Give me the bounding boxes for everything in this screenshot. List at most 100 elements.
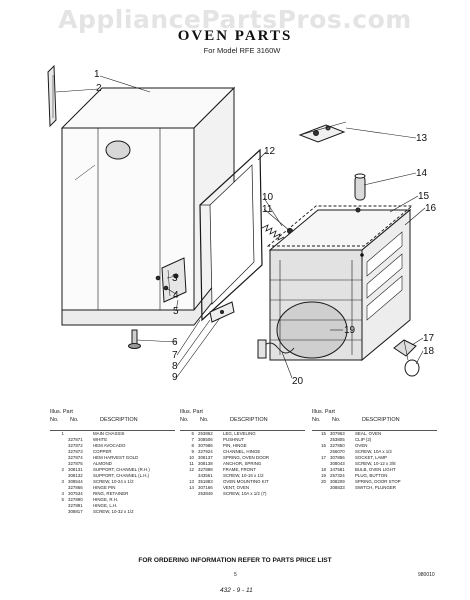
header-illus-part: Illus. Part — [50, 409, 73, 415]
part-number: 307166 — [198, 485, 213, 490]
part-description: ANCHOR, SPRING — [223, 461, 262, 466]
illus-number: 1 — [61, 431, 64, 436]
part-description: SWITCH, PLUNGER — [355, 485, 396, 490]
part-number: 327874 — [68, 455, 83, 460]
part-number: 308544 — [68, 479, 83, 484]
part-description: ALMOND — [93, 461, 112, 466]
callout-12: 12 — [264, 146, 276, 157]
header-description: DESCRIPTION — [362, 417, 400, 423]
illus-number: 17 — [321, 455, 326, 460]
door-stop-drawing — [257, 339, 295, 359]
table-header: Illus. Part No. No. DESCRIPTION — [180, 409, 305, 431]
support-channel-drawing — [47, 64, 57, 128]
illus-number: 16 — [321, 443, 326, 448]
illus-number: 12 — [189, 467, 194, 472]
part-description: COPPER — [93, 449, 112, 454]
illus-number: 6 — [191, 431, 194, 436]
model-subtitle: For Model RFE 3160W — [203, 46, 281, 55]
table-header: Illus. Part No. No. DESCRIPTION — [50, 409, 175, 431]
part-number: 308043 — [330, 461, 345, 466]
part-number: 327875 — [68, 461, 83, 466]
illus-number: 13 — [189, 479, 194, 484]
oven-cavity-drawing — [268, 208, 412, 362]
illus-number: 4 — [61, 491, 64, 496]
part-number: 327890 — [68, 497, 83, 502]
callout-1: 1 — [94, 69, 100, 80]
illus-number: 5 — [61, 497, 64, 502]
callout-19: 19 — [344, 325, 356, 336]
part-number: 257324 — [330, 473, 345, 478]
part-number: 351883 — [198, 479, 213, 484]
part-description: SCREW, 10-24 x 1/2 — [93, 479, 134, 484]
front-frame-drawing — [199, 148, 263, 322]
callout-7: 7 — [172, 350, 178, 361]
table-row: 253805 CLIP (2) — [312, 437, 437, 443]
document-code: 980010 — [418, 572, 435, 578]
leveling-leg-drawing — [128, 329, 141, 349]
main-chassis-drawing — [60, 86, 236, 326]
part-description: LEG, LEVELING — [223, 431, 256, 436]
part-number: 327866 — [68, 485, 83, 490]
header-no: No. — [312, 417, 321, 423]
part-description: PIN, HINGE — [223, 443, 247, 448]
exploded-parts-diagram: 1 2 3 4 5 6 7 8 9 10 11 12 13 14 15 16 1… — [47, 64, 437, 387]
part-description: FRAME, FRONT — [223, 467, 256, 472]
part-number: 327872 — [68, 443, 83, 448]
part-number: 327924 — [198, 449, 213, 454]
callout-14: 14 — [416, 168, 428, 179]
part-number: 308209 — [330, 479, 345, 484]
illus-number: 7 — [191, 437, 194, 442]
lamp-socket-drawing — [393, 339, 420, 377]
part-description: VENT, OVEN — [223, 485, 250, 490]
page-title: OVEN PARTS — [177, 28, 293, 44]
part-number: 307986 — [198, 443, 213, 448]
header-illus-part: Illus. Part — [312, 409, 335, 415]
part-description: BULB, OVEN LIGHT — [355, 467, 396, 472]
header-no: No. — [50, 417, 59, 423]
part-number: 327871 — [68, 437, 83, 442]
part-description: PLUG, BUTTON — [355, 473, 388, 478]
part-number: 253849 — [198, 491, 213, 496]
header-no-2: No. — [200, 417, 209, 423]
header-no-2: No. — [70, 417, 79, 423]
part-number: 347581 — [330, 467, 345, 472]
part-description: HINGE, L.H. — [93, 503, 118, 508]
part-description: CLIP (2) — [355, 437, 372, 442]
callout-2: 2 — [96, 83, 102, 94]
illus-number: 9 — [191, 449, 194, 454]
callout-11: 11 — [262, 204, 273, 215]
part-number: 308138 — [198, 461, 213, 466]
part-description: SCREW, 10A x 1/2 — [355, 449, 392, 454]
part-description: CHANNEL, HINGE — [223, 449, 261, 454]
callout-6: 6 — [172, 337, 178, 348]
part-description: SEAL, OVEN — [355, 431, 382, 436]
part-description: PUSHNUT — [223, 437, 245, 442]
part-number: 343561 — [198, 473, 213, 478]
header-no-2: No. — [332, 417, 341, 423]
table-row: 327866 HINGE PIN — [50, 485, 175, 491]
part-number: 253805 — [330, 437, 345, 442]
watermark-text: AppliancePartsPros.com — [58, 5, 412, 34]
page-number: 5 — [234, 572, 237, 578]
part-description: HINGE PIN — [93, 485, 116, 490]
